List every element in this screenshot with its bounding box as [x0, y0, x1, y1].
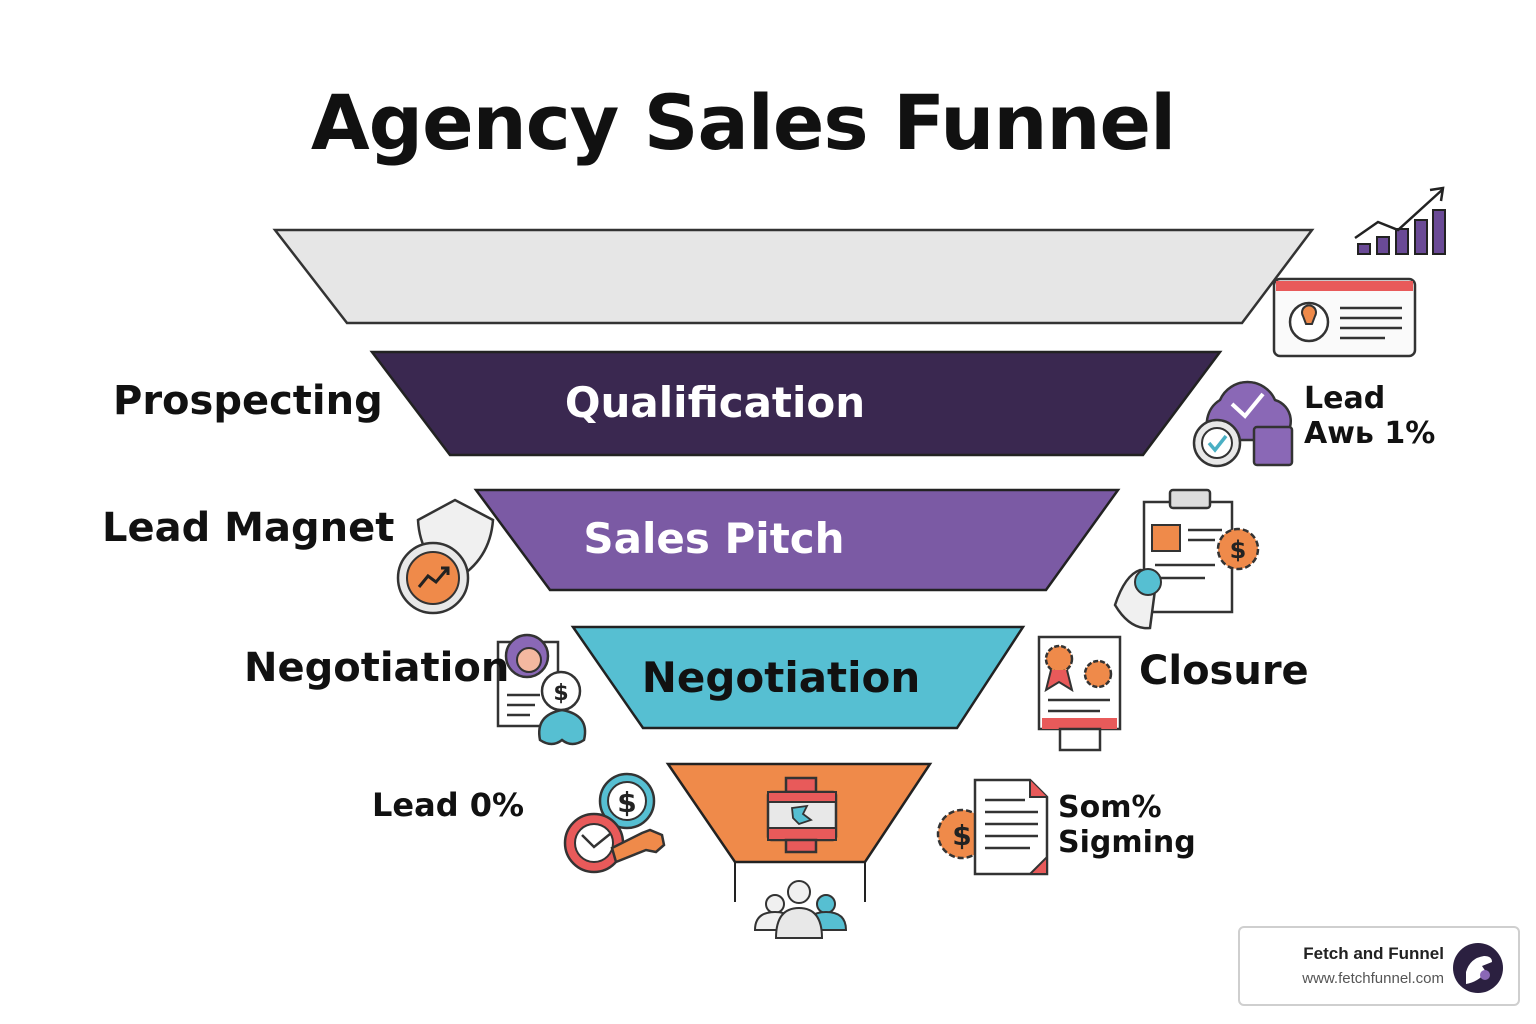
- label-negotiation-left: Negotiation: [244, 645, 510, 691]
- brand-name: Fetch and Funnel: [1303, 944, 1444, 963]
- svg-text:$: $: [1230, 536, 1247, 564]
- label-lead-aw-line1: Lead: [1304, 381, 1386, 416]
- brand-logo-icon: [1453, 943, 1503, 993]
- brand-url[interactable]: www.fetchfunnel.com: [1302, 970, 1444, 987]
- idea-browser-icon: [1272, 277, 1417, 358]
- label-prospecting: Prospecting: [113, 378, 383, 424]
- label-lead-aw-line2: Awь 1%: [1304, 416, 1436, 451]
- growth-chart-icon: [1354, 186, 1446, 255]
- label-lead-magnet: Lead Magnet: [102, 505, 395, 551]
- label-lead-zero: Lead 0%: [372, 786, 525, 824]
- funnel-stage-2: [473, 488, 1121, 592]
- diagram-title: Agency Sales Funnel: [310, 78, 1176, 167]
- person-dollar-icon: $: [496, 633, 587, 746]
- stage-label-3: Negotiation: [642, 653, 921, 702]
- funnel-stage-1: [369, 350, 1223, 457]
- label-som-line2: Sigming: [1058, 825, 1196, 860]
- shield-trend-icon: [396, 498, 495, 615]
- people-group-icon: [753, 880, 848, 939]
- funnel-stage-3: [570, 625, 1026, 730]
- svg-text:$: $: [952, 819, 971, 852]
- stage-label-2: Sales Pitch: [583, 514, 844, 563]
- funnel-stage-0: [272, 228, 1315, 325]
- label-closure: Closure: [1139, 648, 1309, 694]
- stage-label-1: Qualification: [565, 378, 865, 427]
- svg-text:$: $: [617, 786, 636, 819]
- svg-text:$: $: [553, 681, 568, 706]
- briefcase-icon: [766, 776, 838, 854]
- approval-check-icon: [1192, 380, 1294, 468]
- brand-badge[interactable]: Fetch and Funnel www.fetchfunnel.com: [1238, 926, 1520, 1006]
- certificate-icon: [1037, 635, 1122, 752]
- label-som-line1: Som%: [1058, 790, 1162, 825]
- clipboard-dollar-icon: $: [1113, 488, 1260, 630]
- dollar-key-icon: $: [563, 772, 666, 874]
- signed-document-icon: $: [936, 778, 1049, 876]
